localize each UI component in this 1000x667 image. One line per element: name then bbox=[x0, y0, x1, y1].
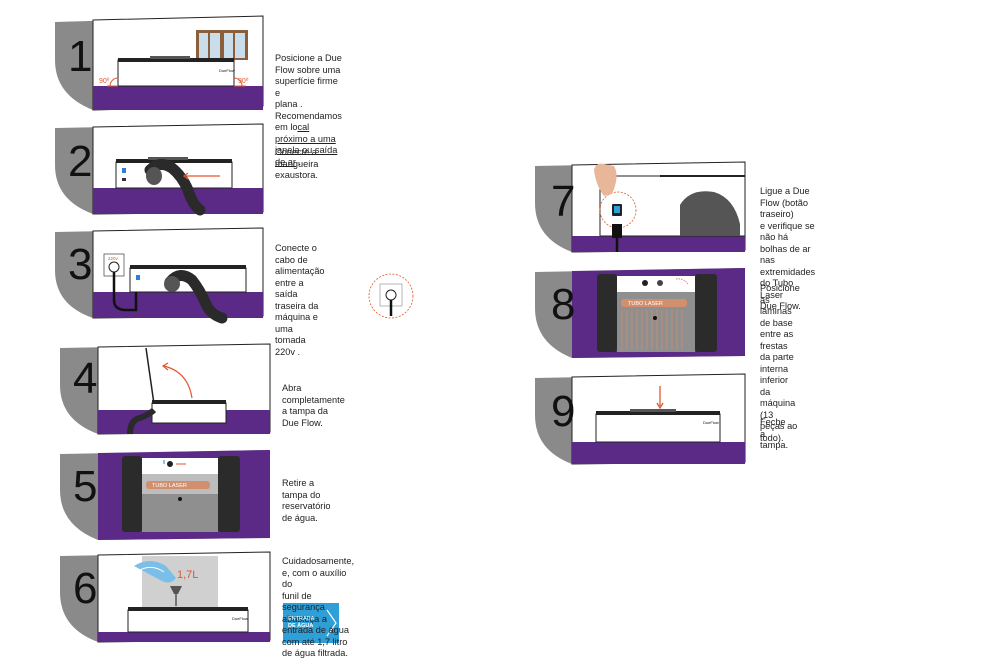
step-number: 7 bbox=[551, 177, 576, 226]
svg-text:DueFlow: DueFlow bbox=[219, 68, 235, 73]
step-text: Feche a tampa. bbox=[760, 417, 789, 450]
water-inlet-badge-text: ENTRADA DE ÁGUA bbox=[288, 616, 315, 629]
volume-label: 1,7L bbox=[177, 569, 198, 581]
tube-laser-label: TUBO LASER bbox=[628, 301, 663, 307]
step-text: Conecte o cabo de alimentação entre a sa… bbox=[275, 243, 325, 357]
svg-text:DueFlow: DueFlow bbox=[703, 420, 719, 425]
tube-laser-label: TUBO LASER bbox=[152, 483, 187, 489]
step-number: 1 bbox=[68, 32, 93, 81]
water-inlet-badge bbox=[283, 603, 339, 643]
step-number: 2 bbox=[68, 137, 93, 186]
outlet-label: 220v bbox=[108, 256, 119, 261]
step-number: 9 bbox=[551, 387, 576, 436]
step-number: 4 bbox=[73, 354, 98, 403]
bottle-icon bbox=[134, 561, 176, 583]
step-text: Abra completamente a tampa da Due Flow. bbox=[282, 383, 345, 428]
step-number: 8 bbox=[551, 280, 576, 329]
finger-icon bbox=[594, 163, 617, 196]
angle-left-label: 90º bbox=[99, 78, 110, 85]
step-number: 6 bbox=[73, 564, 98, 613]
step-text: Posicione a Due Flow sobre uma superfíci… bbox=[275, 53, 342, 167]
step-text: Conecte a mangueira exaustora. bbox=[275, 147, 319, 180]
step-text: Cuidadosamente, e, com o auxílio do funi… bbox=[282, 556, 355, 658]
svg-text:DueFlow: DueFlow bbox=[232, 616, 248, 621]
step-number: 5 bbox=[73, 462, 98, 511]
step-text: Ligue a Due Flow (botão traseiro) e veri… bbox=[760, 186, 816, 311]
angle-right-label: 90º bbox=[238, 78, 249, 85]
step-text: Retire a tampa do reservatório de água. bbox=[282, 478, 331, 523]
step-number: 3 bbox=[68, 240, 93, 289]
window-icon bbox=[196, 30, 248, 60]
base-blades bbox=[621, 310, 683, 350]
step-text: Posicione as lâminas de base entre as fr… bbox=[760, 283, 800, 443]
